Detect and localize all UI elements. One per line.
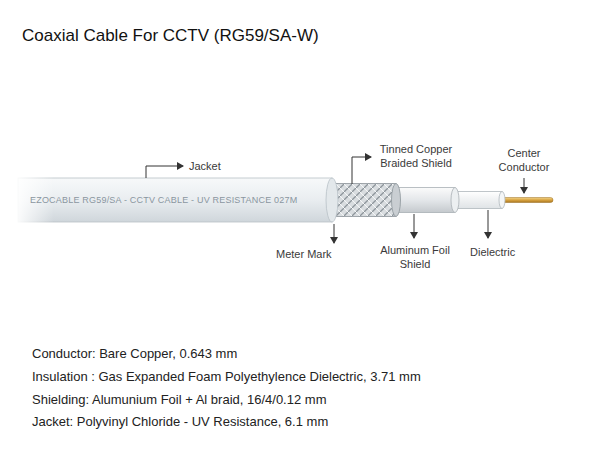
part-label: Center Conductor <box>484 146 564 174</box>
part-label: Tinned Copper Braided Shield <box>370 142 462 170</box>
jacket <box>18 178 332 222</box>
diagram-title: Coaxial Cable For CCTV (RG59/SA-W) <box>22 26 319 46</box>
part-label: Jacket <box>189 159 221 173</box>
cable-print: EZOCABLE RG59/SA - CCTV CABLE - UV RESIS… <box>30 195 297 205</box>
dielectric <box>452 192 502 209</box>
part-label: Aluminum Foil Shield <box>374 243 456 271</box>
part-label: Dielectric <box>470 245 515 259</box>
spec-line: Conductor: Bare Copper, 0.643 mm <box>32 346 237 361</box>
aluminum-foil <box>393 188 455 213</box>
center-conductor <box>498 198 553 203</box>
spec-line: Shielding: Alumunium Foil + Al braid, 16… <box>32 392 326 407</box>
part-label: Meter Mark <box>276 247 332 261</box>
spec-line: Jacket: Polyvinyl Chloride - UV Resistan… <box>32 414 328 429</box>
spec-line: Insulation : Gas Expanded Foam Polyethyl… <box>32 369 421 384</box>
